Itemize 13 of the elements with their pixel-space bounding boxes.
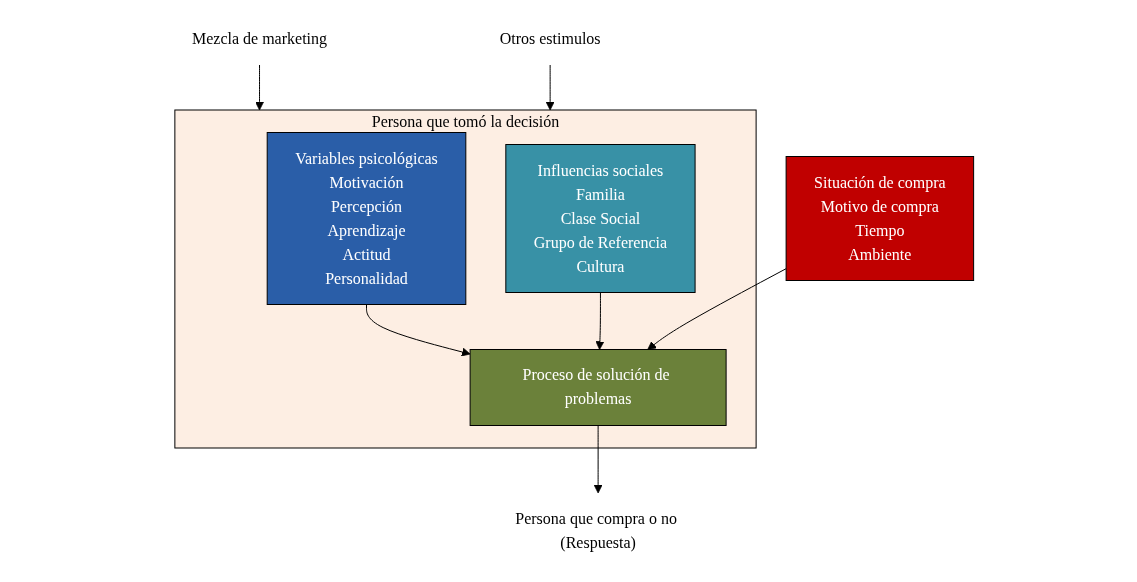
node-text: Otros estimulos [499,30,601,47]
node-box: Influencias sociales Familia Clase Social Grupo de Referencia Cultura [505,144,696,293]
node-text: Persona que compra o no (Respuesta) [514,510,677,551]
node-box: Variables psicológicas Motivación Percepción Aprendizaje Actitud Personalidad [266,132,466,305]
node-box: Proceso de solución de problemas [469,349,727,426]
arrow [365,304,471,357]
node-box: Situación de compra Motivo de compra Tiempo Ambiente [785,156,974,281]
arrow [593,425,603,494]
arrow [545,64,555,111]
arrow [595,292,604,350]
node-text: Mezcla de marketing [191,30,327,47]
arrow [647,268,787,350]
arrow [254,64,264,111]
